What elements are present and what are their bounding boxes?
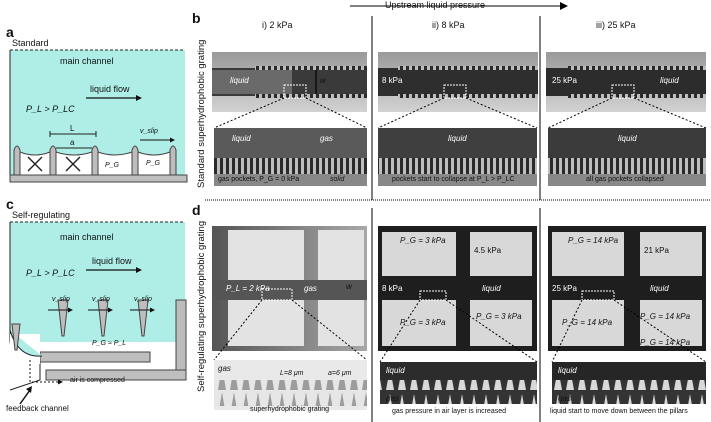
panel-c-vslip-2: v_slip	[92, 296, 110, 303]
panel-d-label: d	[192, 202, 201, 218]
panel-c-title: Self-regulating	[12, 210, 71, 220]
panel-b-col-header-1: i) 2 kPa	[262, 20, 293, 30]
bz1-caption: gas pockets, P_G = 0 kPa	[218, 176, 300, 183]
d2-pg-left: P_G = 3 kPa	[400, 318, 446, 327]
bz3-liquid: liquid	[618, 134, 637, 143]
b3-pressure: 25 kPa	[552, 76, 577, 85]
panel-a-main-channel: main channel	[60, 56, 114, 66]
d1-pl: P_L = 2 kPa	[226, 284, 270, 293]
panel-c-air: air is compressed	[70, 377, 125, 384]
panel-a-pressure: P_L > P_LC	[26, 104, 75, 114]
header-upstream-pressure: Upstream liquid pressure	[385, 0, 486, 10]
bz1-solid: solid	[330, 176, 345, 183]
d2-p8: 8 kPa	[382, 284, 403, 293]
panel-b-col-header-3: iii) 25 kPa	[596, 20, 636, 30]
d3-pg-bottom: P_G = 14 kPa	[640, 338, 691, 347]
panel-a-schematic	[9, 49, 188, 183]
bz2-caption: pockets start to collapse at P_L > P_LC	[392, 176, 515, 183]
panel-b-side-label: Standard superhydrophobic grating	[196, 39, 207, 188]
d2-pg-top: P_G = 3 kPa	[400, 236, 446, 245]
panel-a-L: L	[70, 124, 75, 133]
panel-a-pg2: P_G	[146, 160, 161, 167]
bz2-liquid: liquid	[448, 134, 467, 143]
panel-d-photos	[212, 226, 707, 410]
panel-b-col-header-2: ii) 8 kPa	[432, 20, 465, 30]
dz1-caption: superhydrophobic grating	[250, 406, 329, 413]
d1-w: w	[346, 282, 352, 291]
dz1-L: L=8 μm	[280, 370, 304, 377]
panel-b-photos	[212, 52, 707, 186]
d2-pg-right: P_G = 3 kPa	[476, 312, 522, 321]
panel-c-feedback: feedback channel	[6, 404, 69, 413]
dz3-caption: liquid start to move down between the pi…	[550, 408, 688, 415]
bz1-liquid: liquid	[232, 134, 251, 143]
panel-a-pg1: P_G	[105, 162, 120, 169]
dz3-liquid: liquid	[558, 366, 577, 375]
panel-c-pg: P_G ≈ P_L	[92, 340, 127, 347]
panel-a-label: a	[6, 24, 14, 40]
panel-c-label: c	[6, 196, 14, 212]
panel-c-flow: liquid flow	[92, 256, 132, 266]
panel-d-side-label: Self-regulating superhydrophobic grating	[196, 220, 207, 392]
d2-liquid: liquid	[482, 284, 501, 293]
d3-pg-top: P_G = 14 kPa	[568, 236, 619, 245]
panel-c-main-channel: main channel	[60, 232, 114, 242]
d3-p25: 25 kPa	[552, 284, 577, 293]
dz1-a: a=6 μm	[328, 370, 352, 377]
panel-a-title: Standard	[12, 38, 49, 48]
panel-a-a: a	[70, 138, 75, 147]
dz2-caption: gas pressure in air layer is increased	[392, 408, 506, 415]
d2-p45: 4.5 kPa	[474, 246, 502, 255]
dz2-gas: gas	[386, 394, 399, 403]
panel-b-label: b	[192, 10, 201, 26]
panel-a-flow: liquid flow	[90, 84, 130, 94]
dz1-gas: gas	[218, 364, 231, 373]
b1-w: w	[320, 76, 326, 85]
b1-liquid: liquid	[230, 76, 249, 85]
panel-c-pressure: P_L > P_LC	[26, 268, 75, 278]
d3-p21: 21 kPa	[644, 246, 669, 255]
dz3-gas: gas	[558, 394, 571, 403]
b2-pressure: 8 kPa	[382, 76, 403, 85]
bz1-gas: gas	[320, 134, 333, 143]
panel-a-vslip: v_slip	[140, 128, 158, 135]
bz3-caption: all gas pockets collapsed	[586, 176, 664, 183]
b3-liquid: liquid	[660, 76, 679, 85]
dz2-liquid: liquid	[386, 366, 405, 375]
panel-c-vslip-3: v_slip	[134, 296, 152, 303]
panel-c-vslip-1: v_slip	[52, 296, 70, 303]
panel-c-schematic	[9, 221, 187, 405]
d3-pg-right: P_G = 14 kPa	[640, 312, 691, 321]
d1-gas: gas	[304, 284, 317, 293]
header-arrowhead	[560, 2, 568, 10]
d3-pg-left: P_G = 14 kPa	[562, 318, 613, 327]
d3-liquid: liquid	[650, 284, 669, 293]
